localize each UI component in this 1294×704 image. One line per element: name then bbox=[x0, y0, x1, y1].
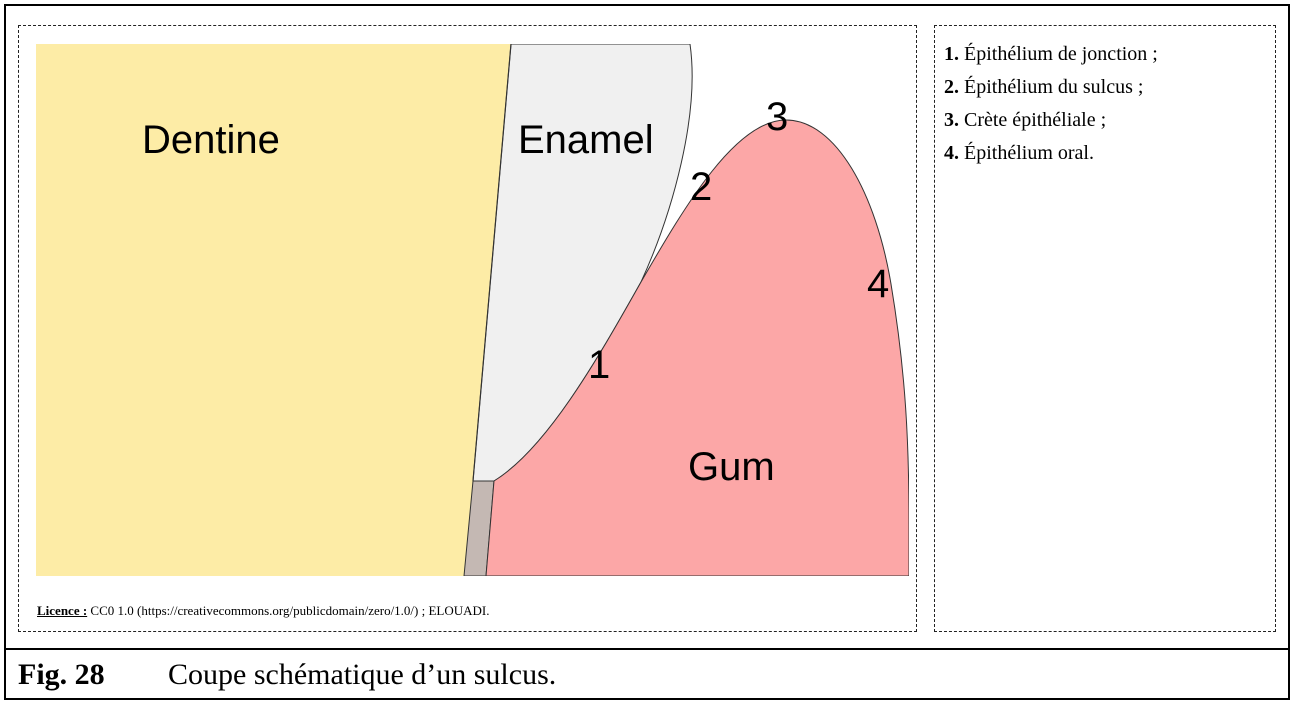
legend-item-number: 1. bbox=[944, 43, 959, 65]
gum-label: Gum bbox=[688, 445, 775, 489]
dentine-label: Dentine bbox=[142, 118, 280, 162]
legend-item: 4. Épithélium oral. bbox=[944, 141, 1275, 174]
figure-number: Fig. 28 bbox=[18, 658, 105, 691]
figure-title: Coupe schématique d’un sulcus. bbox=[168, 658, 557, 691]
marker-3: 3 bbox=[766, 95, 788, 139]
license-text: CC0 1.0 (https://creativecommons.org/pub… bbox=[87, 603, 490, 618]
legend-panel: 1. Épithélium de jonction ; 2. Épithéliu… bbox=[934, 25, 1276, 632]
legend-item-text: Épithélium oral. bbox=[959, 142, 1094, 164]
marker-2: 2 bbox=[690, 165, 712, 209]
legend-item-text: Épithélium du sulcus ; bbox=[959, 76, 1144, 98]
sulcus-diagram: Dentine Enamel Gum 1 2 3 4 bbox=[36, 44, 909, 576]
marker-1: 1 bbox=[588, 343, 610, 387]
legend-item: 2. Épithélium du sulcus ; bbox=[944, 75, 1275, 108]
license-line: Licence : CC0 1.0 (https://creativecommo… bbox=[37, 603, 490, 619]
enamel-label: Enamel bbox=[518, 118, 654, 162]
legend-item-number: 3. bbox=[944, 109, 959, 131]
marker-4: 4 bbox=[867, 262, 889, 306]
legend-item-text: Épithélium de jonction ; bbox=[959, 43, 1158, 65]
legend-item-text: Crète épithéliale ; bbox=[959, 109, 1107, 131]
legend-item-number: 2. bbox=[944, 76, 959, 98]
dentine-enamel-boundary bbox=[472, 44, 512, 482]
legend-item: 3. Crète épithéliale ; bbox=[944, 108, 1275, 141]
gum-region bbox=[485, 119, 909, 576]
legend-list: 1. Épithélium de jonction ; 2. Épithéliu… bbox=[935, 26, 1275, 174]
dentine-region bbox=[36, 44, 511, 576]
legend-item-number: 4. bbox=[944, 142, 959, 164]
figure-caption: Fig. 28 Coupe schématique d’un sulcus. bbox=[4, 648, 1290, 700]
ligament-region bbox=[463, 480, 495, 576]
license-label: Licence : bbox=[37, 603, 88, 618]
figure-panel bbox=[18, 25, 917, 632]
legend-item: 1. Épithélium de jonction ; bbox=[944, 42, 1275, 75]
